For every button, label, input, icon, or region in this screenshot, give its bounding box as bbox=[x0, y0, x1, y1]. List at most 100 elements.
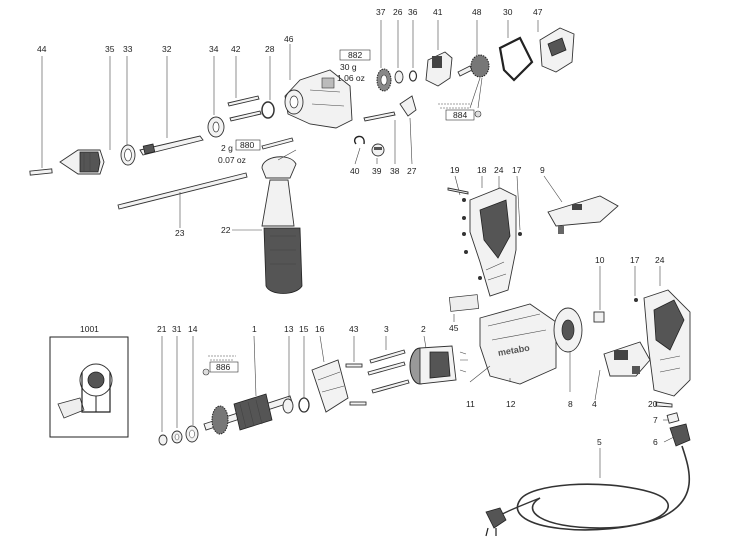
part-15-washer bbox=[298, 336, 310, 413]
callout-19: 19 bbox=[450, 165, 460, 175]
inset-1001-wiring bbox=[49, 336, 129, 438]
part-24-rear-handle bbox=[643, 266, 691, 397]
part-41-gear-block bbox=[425, 20, 453, 87]
callout-26: 26 bbox=[393, 7, 403, 17]
part-16-baffle bbox=[311, 335, 349, 413]
callout-22: 22 bbox=[221, 225, 231, 235]
part-14-bearing bbox=[185, 336, 199, 443]
callout-12: 12 bbox=[506, 399, 516, 409]
grease-882-code: 882 bbox=[348, 50, 362, 60]
grease-884-code: 884 bbox=[453, 110, 467, 120]
part-20-screw bbox=[655, 401, 673, 408]
part-8-brush-holder bbox=[553, 307, 583, 392]
callout-24-lower: 24 bbox=[655, 255, 665, 265]
callout-47: 47 bbox=[533, 7, 543, 17]
part-12-motor-housing: metabo bbox=[469, 303, 557, 385]
callout-31: 31 bbox=[172, 324, 182, 334]
callout-20: 20 bbox=[648, 399, 658, 409]
part-housing-half-upper bbox=[447, 175, 522, 297]
part-33-ring bbox=[120, 56, 136, 166]
grease-880-oz: 0.07 oz bbox=[218, 155, 246, 165]
callout-17-lower: 17 bbox=[630, 255, 640, 265]
part-42-pins bbox=[227, 56, 262, 122]
part-37-gear bbox=[376, 20, 392, 92]
part-4-switch bbox=[594, 341, 651, 401]
callout-36: 36 bbox=[408, 7, 418, 17]
callout-24-upper: 24 bbox=[494, 165, 504, 175]
callout-34: 34 bbox=[209, 44, 219, 54]
callout-48: 48 bbox=[472, 7, 482, 17]
callout-10: 10 bbox=[595, 255, 605, 265]
callout-9: 9 bbox=[540, 165, 545, 175]
callout-18: 18 bbox=[477, 165, 487, 175]
part-23-depth-rod bbox=[117, 172, 248, 228]
callout-labels: 44 35 33 32 34 42 28 46 37 26 36 41 48 3… bbox=[37, 7, 665, 447]
part-21-bearing bbox=[158, 336, 168, 446]
callout-32: 32 bbox=[162, 44, 172, 54]
callout-2: 2 bbox=[421, 324, 426, 334]
callout-14: 14 bbox=[188, 324, 198, 334]
grease-880-amount: 2 g bbox=[221, 143, 233, 153]
part-36-ring bbox=[408, 20, 418, 82]
grease-882-oz: 1.06 oz bbox=[337, 73, 365, 83]
callout-17-upper: 17 bbox=[512, 165, 522, 175]
grease-886-code: 886 bbox=[216, 362, 230, 372]
part-32-spindle bbox=[139, 56, 204, 156]
part-13-bearing bbox=[282, 336, 294, 414]
part-1-armature bbox=[203, 335, 293, 435]
callout-41: 41 bbox=[433, 7, 443, 17]
grease-882-amount: 30 g bbox=[340, 62, 357, 72]
callout-11: 11 bbox=[466, 399, 475, 409]
part-44-pin bbox=[29, 56, 53, 176]
part-5-power-cord bbox=[485, 445, 691, 537]
callout-8: 8 bbox=[568, 399, 573, 409]
callout-16: 16 bbox=[315, 324, 325, 334]
callout-44: 44 bbox=[37, 44, 47, 54]
callout-39: 39 bbox=[372, 166, 382, 176]
callout-46: 46 bbox=[284, 34, 294, 44]
callout-43: 43 bbox=[349, 324, 359, 334]
part-27-bracket bbox=[399, 95, 417, 165]
part-43-pins bbox=[345, 336, 367, 406]
callout-1001: 1001 bbox=[80, 324, 99, 334]
part-38-pins bbox=[363, 111, 396, 164]
grease-880-code: 880 bbox=[240, 140, 254, 150]
callout-28: 28 bbox=[265, 44, 275, 54]
part-30-gasket bbox=[498, 20, 534, 82]
callout-35: 35 bbox=[105, 44, 115, 54]
part-28-ring bbox=[261, 56, 275, 119]
part-17-screw bbox=[634, 266, 638, 302]
part-40-clip bbox=[354, 135, 365, 165]
part-3-screws bbox=[367, 336, 410, 394]
grease-note-884: 884 bbox=[438, 103, 482, 121]
callout-38: 38 bbox=[390, 166, 400, 176]
callout-15: 15 bbox=[299, 324, 309, 334]
callout-21: 21 bbox=[157, 324, 167, 334]
callout-33: 33 bbox=[123, 44, 133, 54]
part-39-knob bbox=[371, 143, 385, 164]
callout-6: 6 bbox=[653, 437, 658, 447]
callout-4: 4 bbox=[592, 399, 597, 409]
grease-note-882: 882 30 g 1.06 oz bbox=[337, 49, 371, 83]
part-7-clamp bbox=[663, 412, 680, 424]
callout-37: 37 bbox=[376, 7, 386, 17]
part-10-clip bbox=[593, 266, 605, 323]
callout-23: 23 bbox=[175, 228, 185, 238]
part-48-spindle-gear bbox=[457, 20, 490, 109]
part-22-side-handle bbox=[232, 149, 303, 294]
grease-note-886: 886 bbox=[202, 355, 239, 376]
part-31-washer bbox=[171, 336, 183, 444]
callout-1: 1 bbox=[252, 324, 257, 334]
callout-3: 3 bbox=[384, 324, 389, 334]
callout-7: 7 bbox=[653, 415, 658, 425]
part-46-gear-housing bbox=[284, 44, 353, 129]
callout-40: 40 bbox=[350, 166, 360, 176]
part-34-bearing bbox=[207, 56, 225, 138]
callout-42: 42 bbox=[231, 44, 241, 54]
part-45-label bbox=[448, 294, 480, 322]
callout-27: 27 bbox=[407, 166, 417, 176]
part-2-stator bbox=[409, 335, 468, 385]
part-9-switch-cover bbox=[543, 175, 619, 234]
